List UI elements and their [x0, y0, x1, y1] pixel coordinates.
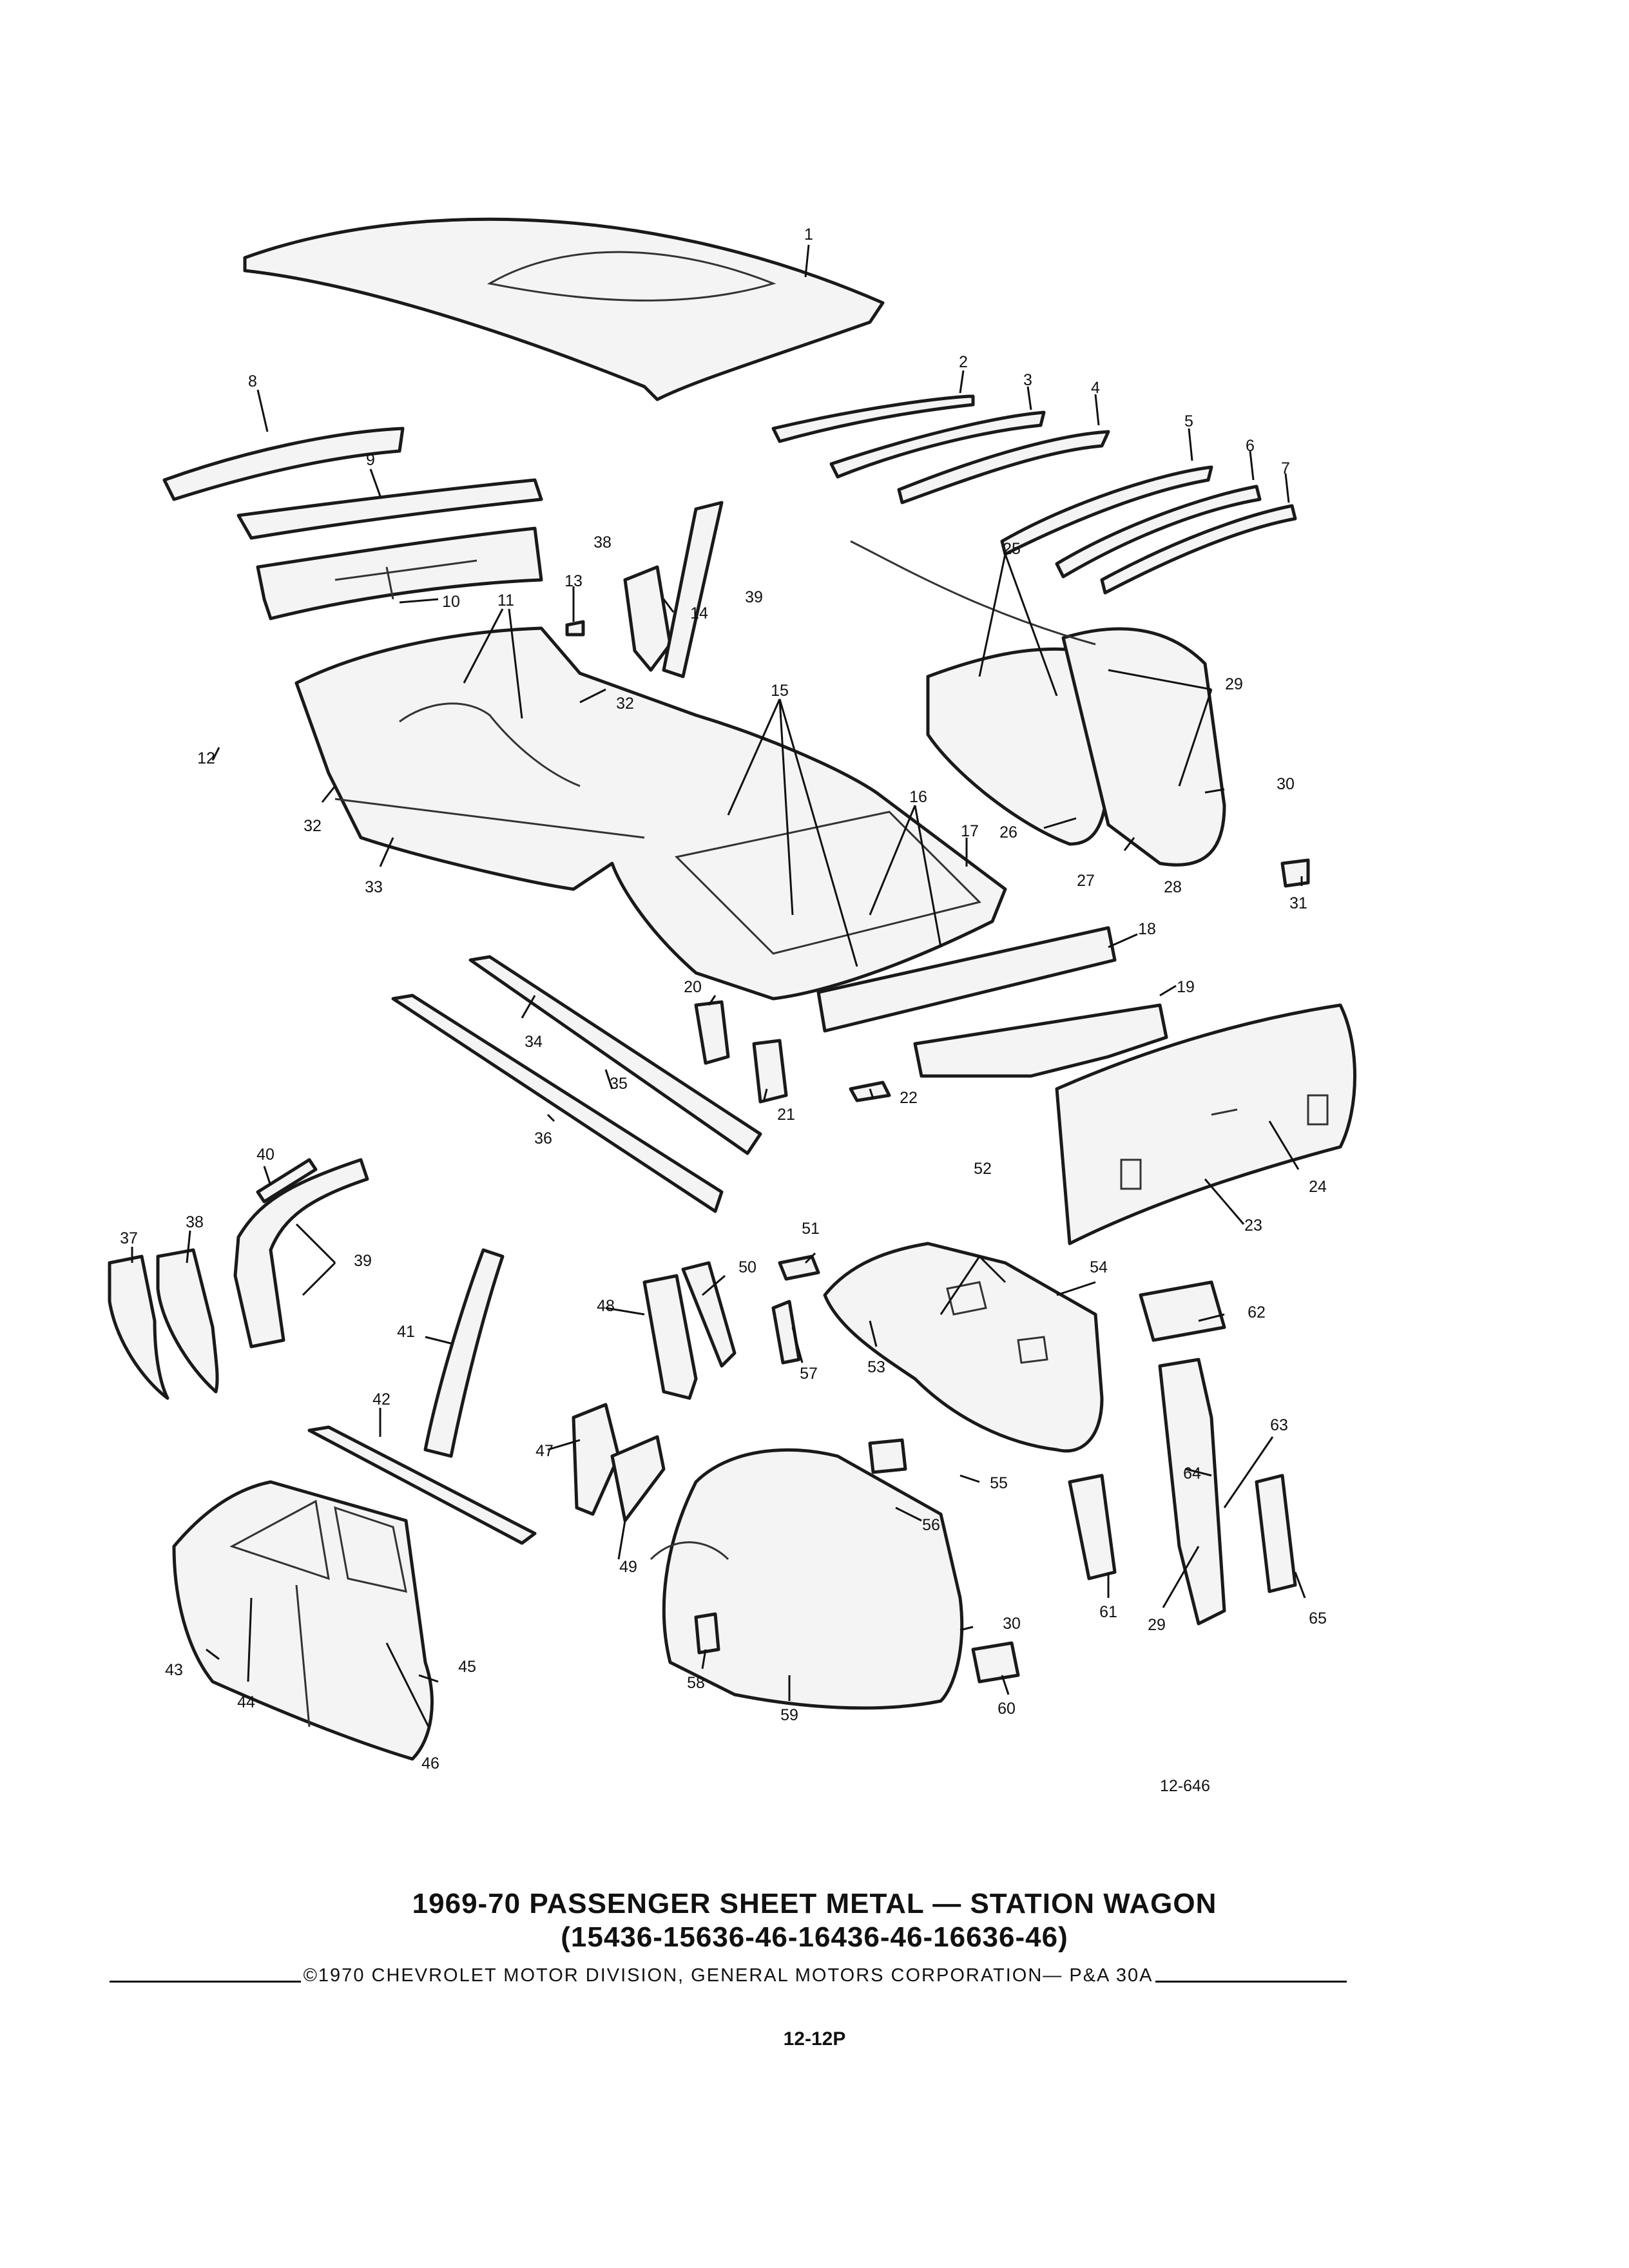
callout-30: 30 — [1277, 775, 1295, 793]
part-rear-cross-members — [816, 926, 1168, 1102]
callout-34: 34 — [525, 1033, 543, 1051]
callout-56: 56 — [922, 1516, 940, 1534]
callout-29b: 29 — [1148, 1616, 1166, 1634]
callout-6: 6 — [1246, 437, 1255, 455]
callout-28: 28 — [1164, 878, 1182, 896]
part-rear-corner — [1068, 1280, 1297, 1626]
part-b-pillar-sill — [307, 1248, 537, 1545]
callout-25: 25 — [1003, 540, 1021, 558]
part-tailgate — [1055, 1003, 1356, 1245]
page-subtitle-model-codes: (15436-15636-46-16436-46-16636-46) — [561, 1921, 1068, 1953]
page-title: 1969-70 PASSENGER SHEET METAL — STATION … — [412, 1888, 1217, 1919]
callout-11: 11 — [497, 591, 514, 610]
callout-30b: 30 — [1003, 1615, 1021, 1633]
page-number: 12-12P — [783, 2028, 846, 2050]
callout-40: 40 — [256, 1146, 275, 1164]
callout-46: 46 — [421, 1754, 439, 1773]
callout-60: 60 — [998, 1700, 1016, 1718]
part-doors — [172, 1480, 434, 1761]
callout-42: 42 — [372, 1390, 390, 1408]
part-quarter-inner-rear — [778, 1242, 1104, 1453]
callout-1: 1 — [804, 226, 813, 244]
callout-9: 9 — [366, 451, 375, 469]
callout-35: 35 — [610, 1075, 628, 1093]
part-a-pillar-upper — [565, 501, 724, 678]
callout-62: 62 — [1248, 1303, 1266, 1321]
part-front-pillars — [108, 1158, 369, 1400]
leader-lines — [131, 244, 1306, 1727]
callout-27: 27 — [1077, 872, 1095, 890]
callout-48: 48 — [597, 1297, 615, 1315]
callout-37: 37 — [120, 1229, 138, 1247]
callout-33: 33 — [365, 878, 383, 896]
callout-8: 8 — [248, 372, 257, 390]
callout-52: 52 — [974, 1160, 992, 1178]
callout-58: 58 — [687, 1674, 705, 1692]
callout-23: 23 — [1244, 1216, 1262, 1235]
callout-64: 64 — [1183, 1465, 1201, 1483]
part-lock-pillars — [572, 1261, 801, 1523]
callout-32b: 32 — [304, 817, 322, 835]
callout-39: 39 — [745, 588, 763, 606]
callout-63: 63 — [1270, 1416, 1288, 1434]
callout-14: 14 — [690, 604, 708, 622]
part-roof-bows — [771, 394, 1297, 595]
part-floor-pan — [294, 626, 1007, 1001]
part-floor-brackets — [694, 1000, 788, 1104]
callout-5: 5 — [1184, 412, 1193, 430]
callout-59: 59 — [780, 1706, 798, 1724]
callout-19: 19 — [1177, 978, 1195, 996]
callout-65: 65 — [1309, 1610, 1327, 1628]
callout-7: 7 — [1281, 459, 1290, 477]
callout-13: 13 — [564, 572, 583, 590]
callout-22: 22 — [900, 1089, 918, 1107]
callout-32: 32 — [616, 695, 634, 713]
callout-39b: 39 — [354, 1252, 372, 1270]
part-windshield-header — [162, 427, 405, 501]
callout-41: 41 — [397, 1323, 415, 1341]
callout-36: 36 — [534, 1129, 552, 1148]
callout-51: 51 — [802, 1220, 820, 1238]
callout-61: 61 — [1099, 1603, 1117, 1621]
callout-38b: 38 — [593, 533, 612, 552]
callout-44: 44 — [237, 1693, 255, 1711]
callout-2: 2 — [959, 353, 968, 371]
callout-38: 38 — [186, 1213, 204, 1231]
part-roof-panel — [243, 217, 885, 401]
callout-47: 47 — [535, 1442, 554, 1460]
part-quarter-inner — [850, 540, 1310, 888]
figure-reference: 12-646 — [1160, 1777, 1210, 1795]
callout-12: 12 — [197, 749, 215, 767]
callout-26: 26 — [999, 823, 1017, 841]
copyright-text: ©1970 CHEVROLET MOTOR DIVISION, GENERAL … — [303, 1965, 1153, 1986]
part-cowl-dash — [236, 478, 543, 620]
callout-17: 17 — [961, 822, 979, 840]
part-rocker-panels — [391, 955, 762, 1213]
callout-49: 49 — [619, 1558, 637, 1576]
copyright-rule-right — [1155, 1981, 1347, 1983]
callout-4: 4 — [1091, 379, 1100, 397]
callout-numbers: 1 2 3 4 5 6 7 8 9 10 11 12 13 14 15 16 1… — [120, 226, 1327, 1773]
copyright-line: ©1970 CHEVROLET MOTOR DIVISION, GENERAL … — [110, 1965, 1347, 1986]
callout-10: 10 — [442, 593, 460, 611]
callout-20: 20 — [684, 978, 702, 996]
callout-3: 3 — [1023, 371, 1032, 389]
copyright-rule-left — [110, 1981, 301, 1983]
callout-24: 24 — [1309, 1178, 1327, 1196]
callout-31: 31 — [1289, 894, 1307, 912]
callout-54: 54 — [1090, 1258, 1108, 1276]
callout-21: 21 — [777, 1106, 795, 1124]
callout-53: 53 — [867, 1358, 885, 1376]
callout-43: 43 — [165, 1661, 183, 1679]
callout-16: 16 — [909, 788, 927, 806]
part-quarter-outer — [650, 1448, 1020, 1710]
callout-18: 18 — [1138, 920, 1156, 938]
callout-15: 15 — [771, 682, 789, 700]
callout-50: 50 — [738, 1258, 757, 1276]
callout-55: 55 — [990, 1474, 1008, 1492]
callout-45: 45 — [458, 1658, 476, 1676]
callout-57: 57 — [800, 1365, 818, 1383]
callout-29: 29 — [1225, 675, 1243, 693]
